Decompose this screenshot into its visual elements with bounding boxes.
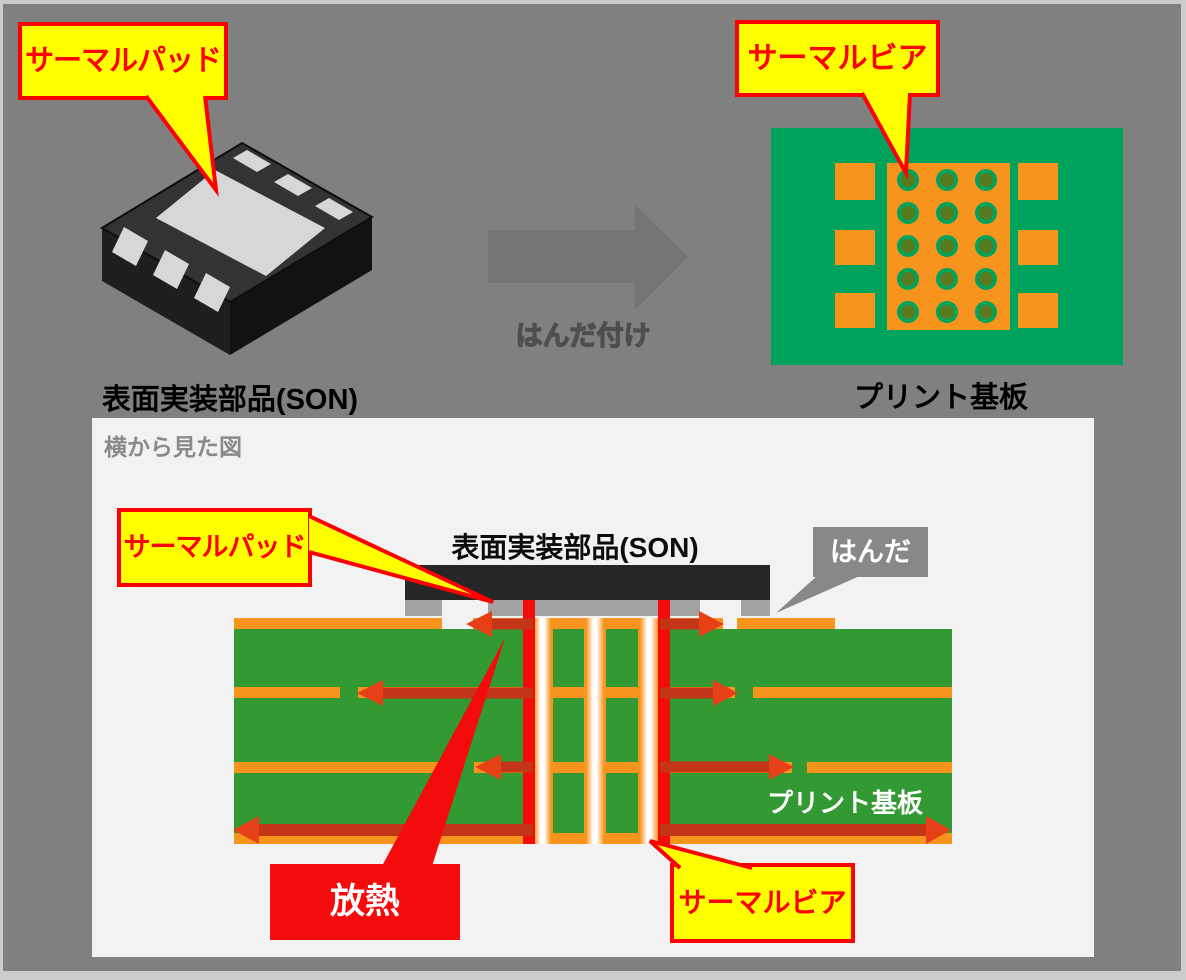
- thermal-via-callout-label: サーマルビア: [747, 42, 928, 75]
- thermal-via-callout-box: [735, 20, 940, 97]
- copper-layer3-segment: [807, 762, 952, 773]
- thermal-pad-callout-box: [18, 22, 228, 100]
- son-component-body: [405, 565, 770, 600]
- son-caption: 表面実装部品(SON): [101, 384, 359, 416]
- thermal-via-side-label: サーマルビア: [678, 887, 847, 918]
- solder-label: はんだ: [830, 537, 911, 567]
- thermal-pad-callout-label: サーマルパッド: [24, 45, 222, 77]
- via-core-green: [606, 773, 638, 833]
- pcb-pad: [835, 230, 875, 265]
- heat-label: 放熱: [329, 882, 400, 921]
- solder-thermal-pad: [488, 600, 700, 616]
- solder-pad-right: [741, 600, 770, 616]
- thermal-pad-side-label: サーマルパッド: [123, 532, 307, 562]
- thermal-via-callout-box-side: [670, 863, 855, 943]
- soldering-label: はんだ付け: [515, 320, 651, 351]
- pcb-pad: [835, 293, 875, 328]
- pcb-side-label: プリント基板: [766, 788, 923, 818]
- via-core-green: [553, 773, 584, 833]
- copper-layer3-segment: [234, 762, 452, 773]
- heat-callout-box: [270, 864, 460, 940]
- pcb-pad: [1018, 230, 1058, 265]
- pcb-caption: プリント基板: [853, 382, 1028, 414]
- copper-layer2-segment: [753, 687, 952, 698]
- pcb-pad: [1018, 163, 1058, 200]
- solder-callout-box: [813, 527, 928, 577]
- heat-flow-line-left: [523, 600, 535, 844]
- heat-flow-line-right: [658, 600, 670, 844]
- copper-layer1-segment: [737, 618, 835, 629]
- side-view-title: 横から見た図: [104, 434, 242, 460]
- via-core-green: [553, 629, 584, 687]
- via-core-green: [606, 698, 638, 762]
- pcb-pad: [1018, 293, 1058, 328]
- son-cross-section-label: 表面実装部品(SON): [451, 532, 699, 563]
- thermal-pad-land: [887, 163, 1010, 330]
- via-barrel: [534, 618, 551, 844]
- copper-layer1-segment: [234, 618, 442, 629]
- via-core-green: [553, 698, 584, 762]
- copper-layer2-segment: [234, 687, 340, 698]
- via-barrel: [586, 618, 604, 844]
- via-core-green: [606, 629, 638, 687]
- solder-pad-left: [405, 600, 442, 616]
- pcb-pad: [835, 163, 875, 200]
- via-barrel: [640, 618, 658, 844]
